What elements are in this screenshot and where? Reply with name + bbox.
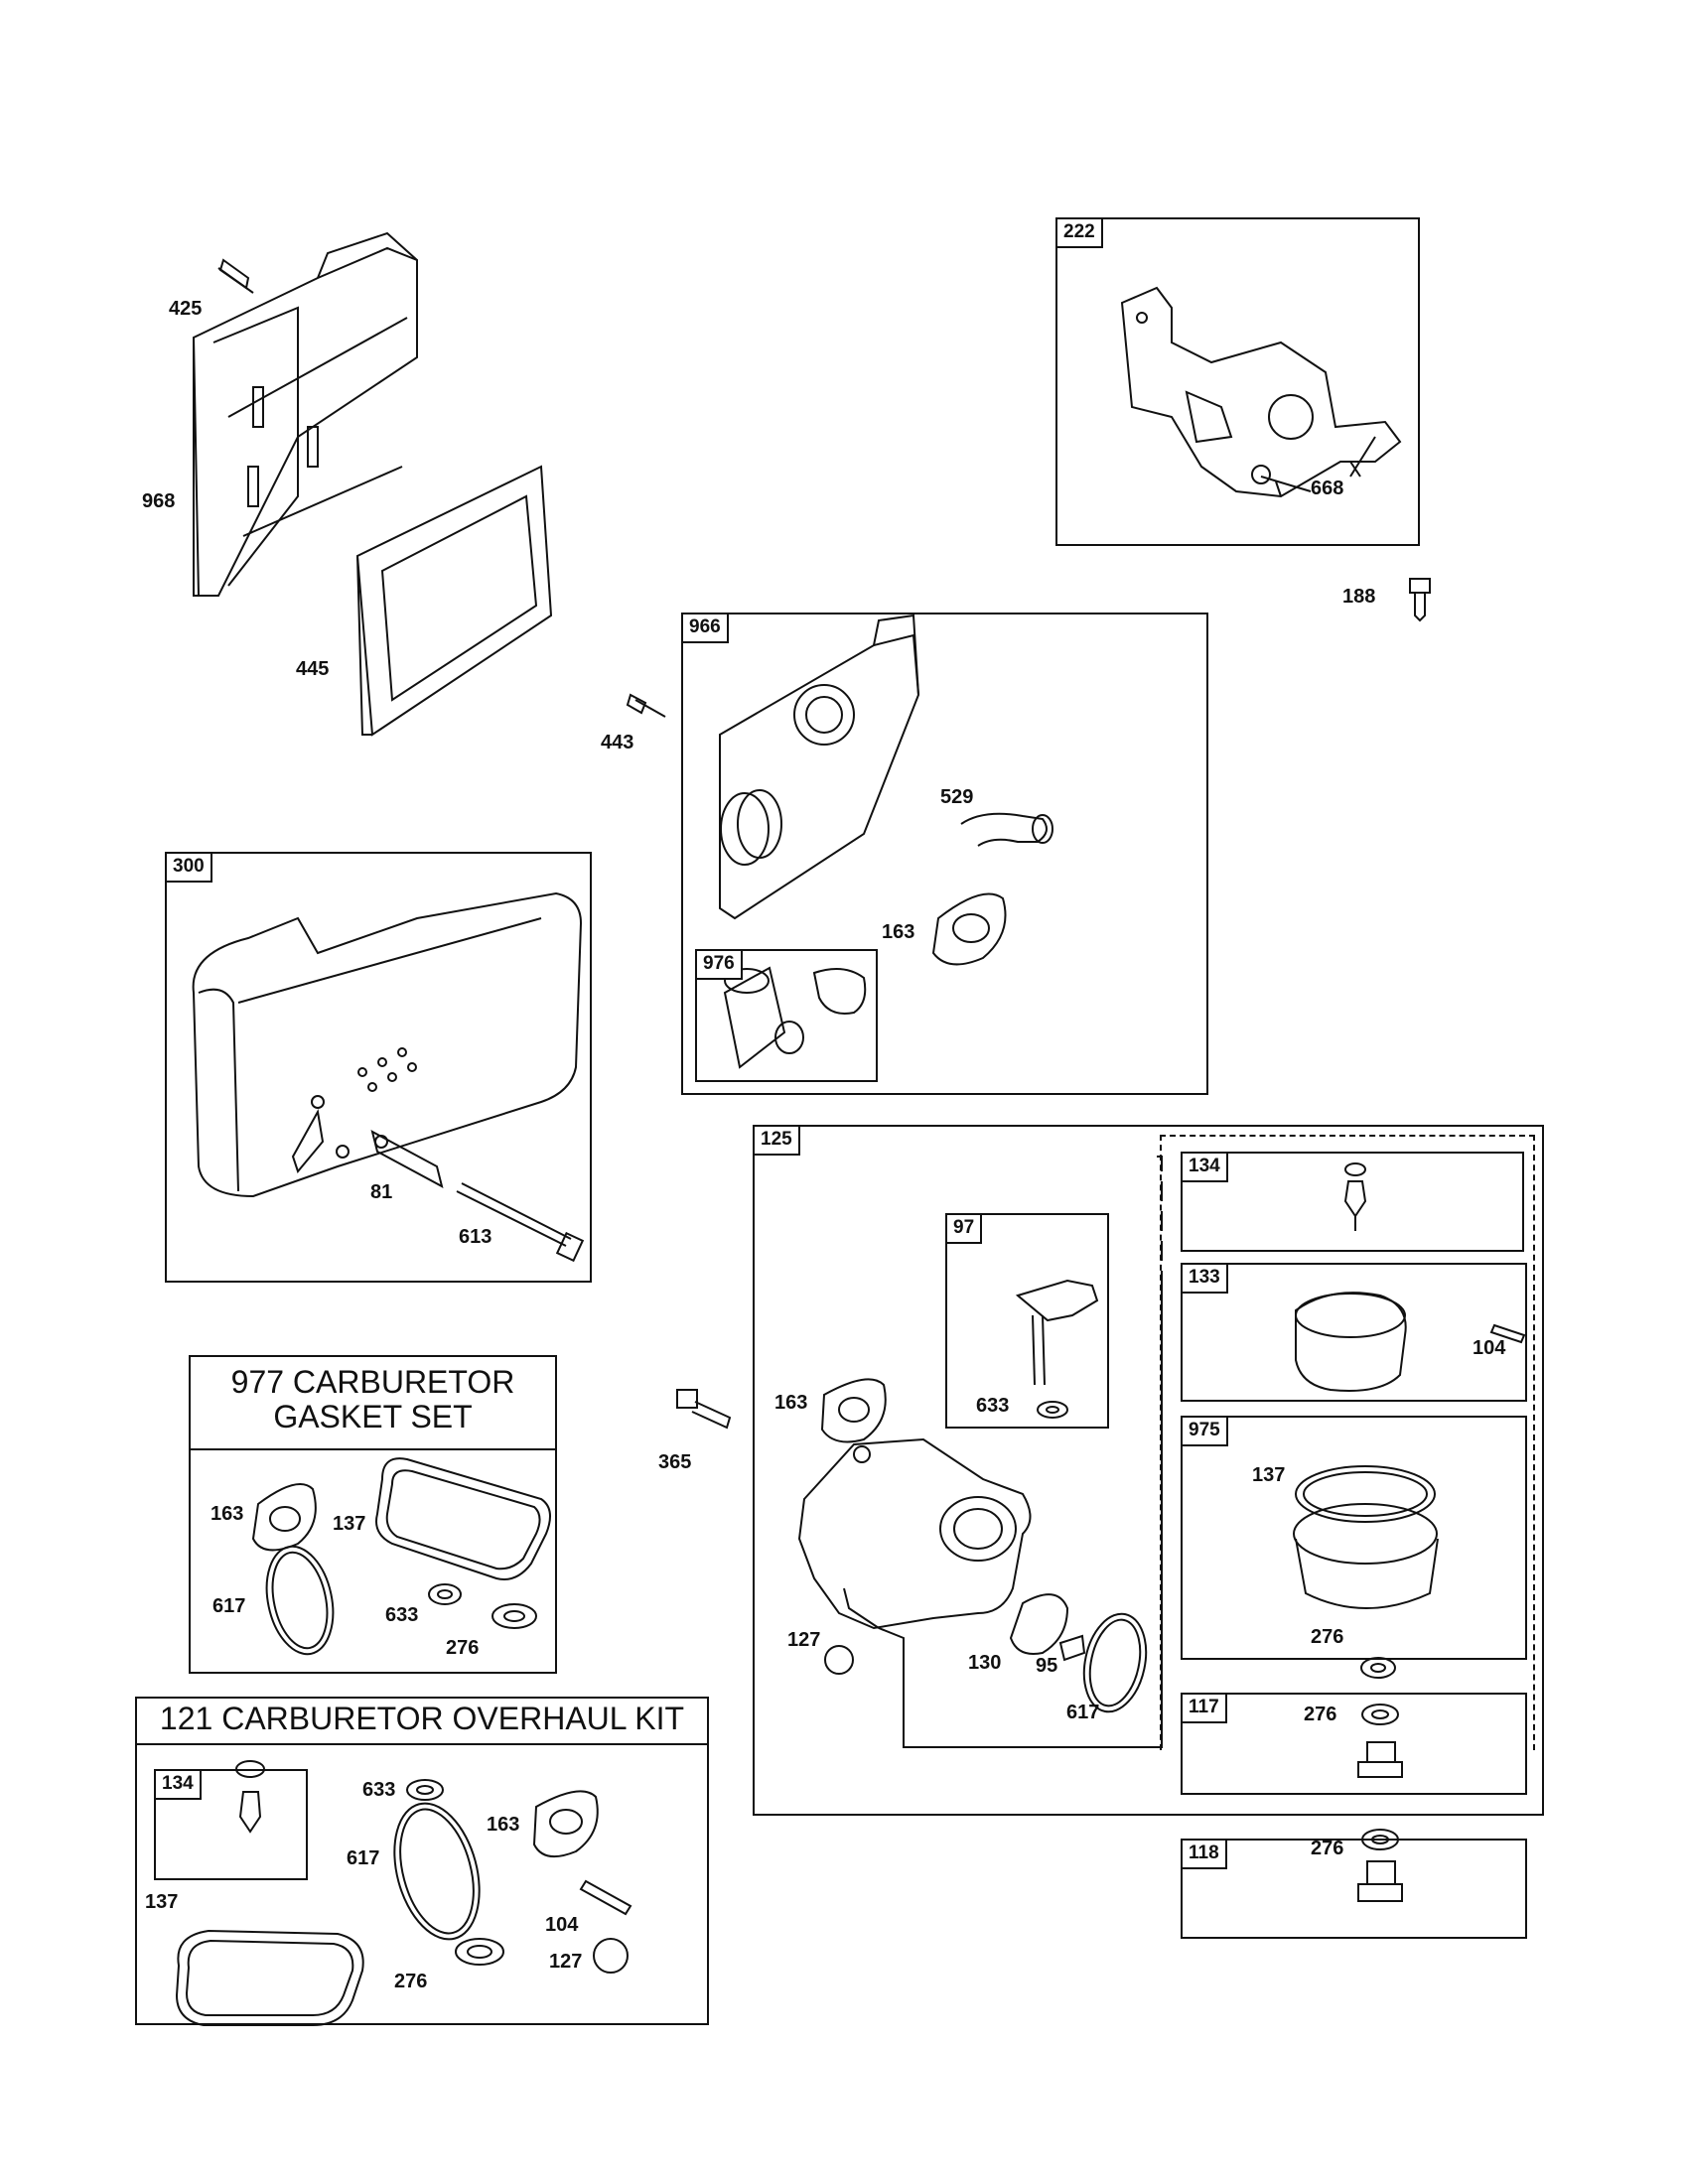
- label-365: 365: [658, 1451, 692, 1473]
- bowl-nut-117-part: [1358, 1705, 1402, 1777]
- box-134-needle: 134: [1181, 1152, 1524, 1252]
- breather-tube-part: [961, 814, 1052, 846]
- air-cleaner-base-part: [194, 233, 417, 596]
- label-968: 968: [142, 490, 176, 512]
- screw-443-part: [628, 695, 665, 717]
- label-276-overhaul: 276: [394, 1971, 428, 1992]
- box-118-bowl-nut: 118: [1181, 1839, 1527, 1939]
- label-445: 445: [296, 658, 330, 680]
- label-127-overhaul: 127: [549, 1951, 583, 1973]
- label-617-overhaul: 617: [347, 1847, 380, 1869]
- box-125-carburetor: 125: [753, 1125, 1544, 1816]
- box-134-overhaul-needle: 134: [154, 1769, 308, 1880]
- label-617-carburetor: 617: [1066, 1702, 1100, 1723]
- box-977-gasket-set: [189, 1355, 557, 1674]
- label-529: 529: [940, 786, 974, 808]
- label-163-carburetor: 163: [774, 1392, 808, 1414]
- pre-cleaner-part: [725, 968, 865, 1067]
- box-tag-975: 975: [1181, 1416, 1228, 1446]
- box-121-overhaul-kit: [135, 1697, 709, 2025]
- label-188: 188: [1342, 586, 1376, 608]
- box-133-float: 133: [1181, 1263, 1527, 1402]
- box-tag-118: 118: [1181, 1839, 1227, 1869]
- deflector-plate-part: [372, 1132, 442, 1186]
- gasket-set-title-line1: 977 CARBURETOR: [230, 1364, 515, 1400]
- box-tag-134-overhaul: 134: [154, 1769, 202, 1800]
- carb-leader-lines: [879, 1157, 1162, 1747]
- screw-188-part: [1410, 579, 1430, 620]
- float-part: [1296, 1293, 1524, 1391]
- box-tag-125: 125: [753, 1125, 800, 1156]
- screw-365-part: [677, 1390, 730, 1428]
- box-117-bowl-nut: 117: [1181, 1693, 1527, 1795]
- box-tag-134: 134: [1181, 1152, 1228, 1182]
- bolt-613-part: [457, 1183, 583, 1261]
- label-95: 95: [1036, 1655, 1058, 1677]
- label-130: 130: [968, 1652, 1002, 1674]
- screw-425-part: [218, 260, 253, 293]
- label-163-air-cleaner: 163: [882, 921, 915, 943]
- leader-lines: [1276, 462, 1360, 496]
- label-81: 81: [370, 1181, 393, 1203]
- carb-small-parts: [825, 1594, 1155, 1717]
- label-137-float-bowl: 137: [1252, 1464, 1286, 1486]
- label-668: 668: [1311, 478, 1344, 499]
- kit-column-dashed-frame: [1160, 1135, 1535, 1750]
- box-975-float-bowl: 975: [1181, 1416, 1527, 1660]
- box-97-throttle-shaft: 97: [945, 1213, 1109, 1429]
- label-425: 425: [169, 298, 203, 320]
- box-tag-976: 976: [695, 949, 743, 980]
- gasket-set-title-line2: GASKET SET: [273, 1399, 473, 1434]
- label-104-float: 104: [1473, 1337, 1506, 1359]
- box-tag-117: 117: [1181, 1693, 1227, 1723]
- label-276-float-bowl: 276: [1311, 1626, 1344, 1648]
- control-bracket-part: [1122, 288, 1400, 496]
- box-tag-133: 133: [1181, 1263, 1228, 1294]
- box-300-muffler: 300: [165, 852, 592, 1283]
- needle-valve-part: [1345, 1163, 1365, 1231]
- label-163-gasket-set: 163: [210, 1503, 244, 1525]
- label-127-carburetor: 127: [787, 1629, 821, 1651]
- box-966-air-cleaner-body: 966: [681, 613, 1208, 1095]
- box-tag-97: 97: [945, 1213, 983, 1244]
- float-bowl-part: [1294, 1466, 1438, 1678]
- label-633-throttle: 633: [976, 1395, 1010, 1417]
- carburetor-body-part: [799, 1439, 1031, 1628]
- gasket-163-part: [933, 894, 1006, 965]
- label-163-overhaul: 163: [487, 1814, 520, 1836]
- label-443: 443: [601, 732, 634, 753]
- label-617-gasket-set: 617: [212, 1595, 246, 1617]
- air-filter-part: [357, 467, 551, 735]
- label-613: 613: [459, 1226, 492, 1248]
- label-137-overhaul: 137: [145, 1891, 179, 1913]
- overhaul-kit-title: 121 CARBURETOR OVERHAUL KIT: [159, 1701, 685, 1736]
- throttle-shaft-part: [1018, 1281, 1097, 1418]
- label-633-overhaul: 633: [362, 1779, 396, 1801]
- gasket-set-parts: [253, 1458, 550, 1660]
- box-976-pre-cleaner: 976: [695, 949, 878, 1082]
- label-104-overhaul: 104: [545, 1914, 579, 1936]
- label-137-gasket-set: 137: [333, 1513, 366, 1535]
- label-633-gasket-set: 633: [385, 1604, 419, 1626]
- box-222-bracket: 222: [1055, 217, 1420, 546]
- box-tag-222: 222: [1055, 217, 1103, 248]
- overhaul-kit-parts: [177, 1761, 631, 2025]
- air-cleaner-body-part: [720, 615, 918, 918]
- gasket-set-divider: [191, 1448, 555, 1450]
- overhaul-kit-divider: [137, 1743, 707, 1745]
- label-276-117: 276: [1304, 1704, 1337, 1725]
- gasket-163-carb-part: [822, 1379, 886, 1441]
- label-276-gasket-set: 276: [446, 1637, 480, 1659]
- box-tag-300: 300: [165, 852, 212, 883]
- muffler-part: [194, 893, 581, 1196]
- label-276-118: 276: [1311, 1838, 1344, 1859]
- box-tag-966: 966: [681, 613, 729, 643]
